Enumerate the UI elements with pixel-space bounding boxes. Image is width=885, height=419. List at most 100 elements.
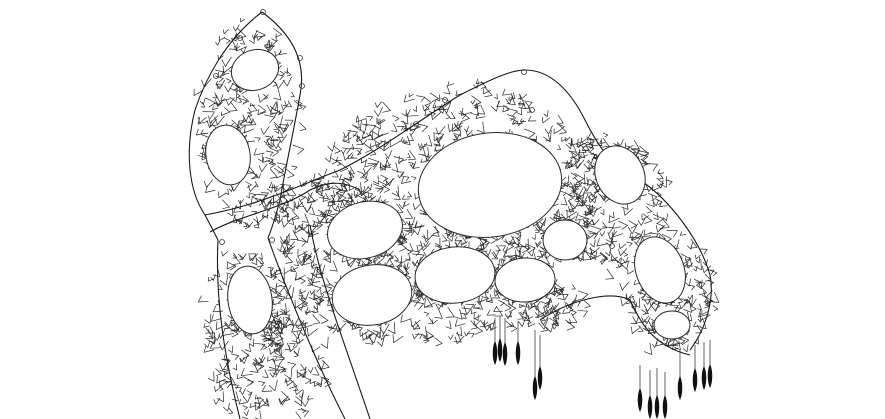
anchor-marker bbox=[237, 35, 243, 41]
lattice-strand bbox=[435, 94, 441, 102]
lattice-strand bbox=[483, 320, 494, 328]
lattice-strand bbox=[392, 115, 400, 122]
lattice-strand bbox=[256, 173, 262, 179]
lattice-strand bbox=[213, 94, 222, 105]
lattice-strand bbox=[397, 241, 407, 252]
lattice-strand bbox=[695, 281, 702, 286]
lattice-strand bbox=[397, 172, 403, 179]
lattice-strand bbox=[226, 261, 237, 271]
lattice-strand bbox=[340, 148, 347, 154]
lattice-strand bbox=[294, 225, 306, 234]
lattice-strand bbox=[361, 176, 369, 183]
lattice-strand bbox=[483, 88, 491, 95]
lattice-strand bbox=[329, 260, 338, 272]
lattice-strand bbox=[376, 337, 385, 347]
lattice-strand bbox=[413, 321, 421, 330]
lattice-strand bbox=[197, 116, 209, 125]
lattice-strand bbox=[541, 116, 550, 124]
lattice-strand bbox=[274, 345, 282, 357]
lattice-strand bbox=[367, 157, 380, 168]
lattice-strand bbox=[538, 250, 547, 257]
lattice-strand bbox=[219, 36, 226, 41]
lattice-strand bbox=[408, 162, 414, 167]
lattice-strand bbox=[391, 185, 400, 197]
lattice-strand bbox=[365, 115, 373, 121]
lattice-strand bbox=[535, 241, 542, 248]
lattice-strand bbox=[343, 135, 352, 143]
lattice-strand bbox=[298, 277, 306, 284]
anchor-marker bbox=[413, 121, 419, 127]
lattice-strand bbox=[239, 358, 245, 363]
lattice-strand bbox=[335, 205, 341, 212]
lattice-strand bbox=[212, 266, 221, 278]
anchor-marker bbox=[442, 97, 448, 103]
lattice-strand bbox=[473, 303, 481, 309]
lattice-strand bbox=[215, 69, 225, 78]
lattice-strand bbox=[281, 390, 291, 402]
lattice-strand bbox=[426, 331, 435, 340]
lattice-strand bbox=[360, 139, 368, 146]
lattice-strand bbox=[622, 251, 628, 257]
lattice-strand bbox=[712, 305, 719, 312]
lattice-strand bbox=[207, 371, 215, 382]
lattice-strand bbox=[295, 338, 304, 345]
lattice-strand bbox=[392, 334, 404, 344]
lattice-strand bbox=[438, 103, 449, 110]
lattice-strand bbox=[449, 111, 456, 120]
lattice-strand bbox=[518, 101, 525, 106]
lattice-strand bbox=[454, 319, 466, 327]
lattice-strand bbox=[551, 322, 560, 330]
lattice-strand bbox=[502, 246, 508, 254]
lattice-strand bbox=[599, 231, 606, 237]
lattice-strand bbox=[348, 166, 355, 175]
lattice-strand bbox=[417, 142, 428, 151]
lattice-strand bbox=[686, 262, 693, 269]
lattice-strand bbox=[324, 277, 331, 286]
lattice-strand bbox=[342, 147, 351, 154]
lattice-strand bbox=[701, 309, 708, 316]
lattice-strand bbox=[397, 237, 404, 246]
lattice-strand bbox=[477, 104, 486, 115]
lattice-strand bbox=[208, 331, 214, 339]
lattice-strand bbox=[534, 226, 540, 234]
lattice-strand bbox=[265, 321, 273, 331]
lattice-strand bbox=[270, 135, 279, 141]
lattice-strand bbox=[218, 340, 229, 351]
plumb-weight bbox=[692, 368, 698, 392]
lattice-strand bbox=[398, 261, 403, 267]
lattice-strand bbox=[629, 233, 640, 241]
lattice-strand bbox=[268, 147, 279, 157]
lattice-strand bbox=[620, 298, 632, 307]
lattice-strand bbox=[474, 104, 480, 109]
lattice-strand bbox=[560, 213, 567, 221]
lattice-strand bbox=[261, 192, 269, 198]
lattice-strand bbox=[527, 116, 537, 122]
main-canopy-top-edge bbox=[204, 69, 712, 351]
lattice-strand bbox=[232, 384, 239, 389]
lattice-strand bbox=[315, 184, 324, 197]
lattice-strand bbox=[706, 298, 714, 304]
lattice-strand bbox=[502, 107, 510, 113]
lattice-strand bbox=[254, 354, 265, 365]
lattice-strand bbox=[418, 145, 426, 157]
lattice-strand bbox=[263, 398, 270, 407]
lattice-strand bbox=[279, 206, 284, 214]
lattice-strand bbox=[412, 332, 420, 340]
lattice-strand bbox=[619, 281, 630, 291]
lattice-strand bbox=[394, 254, 399, 262]
lattice-strand bbox=[510, 92, 516, 100]
plumb-weight bbox=[492, 341, 498, 365]
lattice-strand bbox=[549, 262, 554, 268]
lattice-strand bbox=[299, 104, 307, 111]
lattice-strand bbox=[232, 254, 241, 266]
lattice-strand bbox=[461, 237, 467, 244]
lattice-strand bbox=[286, 100, 292, 108]
lattice-strand bbox=[323, 296, 331, 302]
opening-right-arch bbox=[594, 145, 646, 205]
lattice-strand bbox=[215, 79, 226, 90]
lattice-strand bbox=[273, 316, 281, 325]
lattice-strand bbox=[586, 145, 595, 153]
lattice-strand bbox=[319, 314, 329, 324]
lattice-strand bbox=[207, 277, 214, 282]
lattice-strand bbox=[336, 190, 347, 200]
